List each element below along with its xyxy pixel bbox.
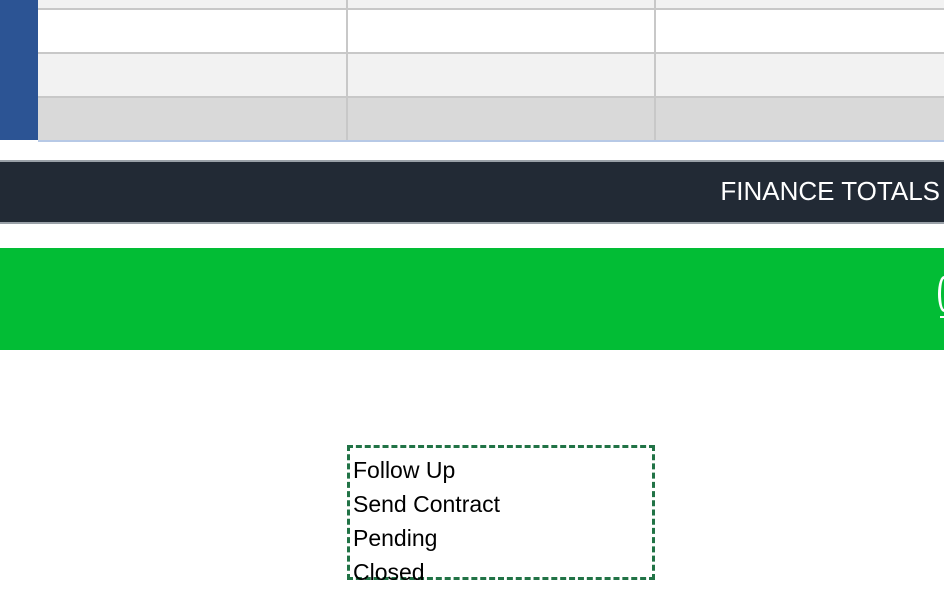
table-row (38, 0, 944, 10)
spreadsheet-grid (38, 0, 944, 140)
table-row (38, 54, 944, 98)
table-cell[interactable] (348, 54, 656, 96)
grid-border (38, 140, 944, 142)
table-cell[interactable] (38, 54, 348, 96)
clipped-underline (940, 316, 944, 318)
status-option-closed[interactable]: Closed (353, 559, 425, 585)
table-cell[interactable] (656, 10, 944, 52)
table-cell[interactable] (348, 0, 656, 8)
table-cell[interactable] (656, 54, 944, 96)
clipped-glyph (938, 276, 944, 312)
sidebar-accent-strip (0, 0, 38, 140)
table-row (38, 98, 944, 140)
finance-totals-header: FINANCE TOTALS (0, 162, 944, 224)
status-option-pending[interactable]: Pending (353, 525, 438, 551)
status-dropdown-list[interactable]: Follow Up Send Contract Pending Closed (347, 445, 655, 585)
status-option-follow-up[interactable]: Follow Up (353, 457, 456, 483)
table-cell[interactable] (656, 98, 944, 140)
table-cell[interactable] (38, 0, 348, 8)
table-cell[interactable] (348, 98, 656, 140)
green-banner (0, 248, 944, 350)
table-cell[interactable] (348, 10, 656, 52)
table-cell[interactable] (38, 10, 348, 52)
table-row (38, 10, 944, 54)
table-cell[interactable] (656, 0, 944, 8)
finance-totals-title: FINANCE TOTALS (720, 176, 940, 206)
table-cell[interactable] (38, 98, 348, 140)
status-option-send-contract[interactable]: Send Contract (353, 491, 501, 517)
section-divider (0, 160, 944, 162)
